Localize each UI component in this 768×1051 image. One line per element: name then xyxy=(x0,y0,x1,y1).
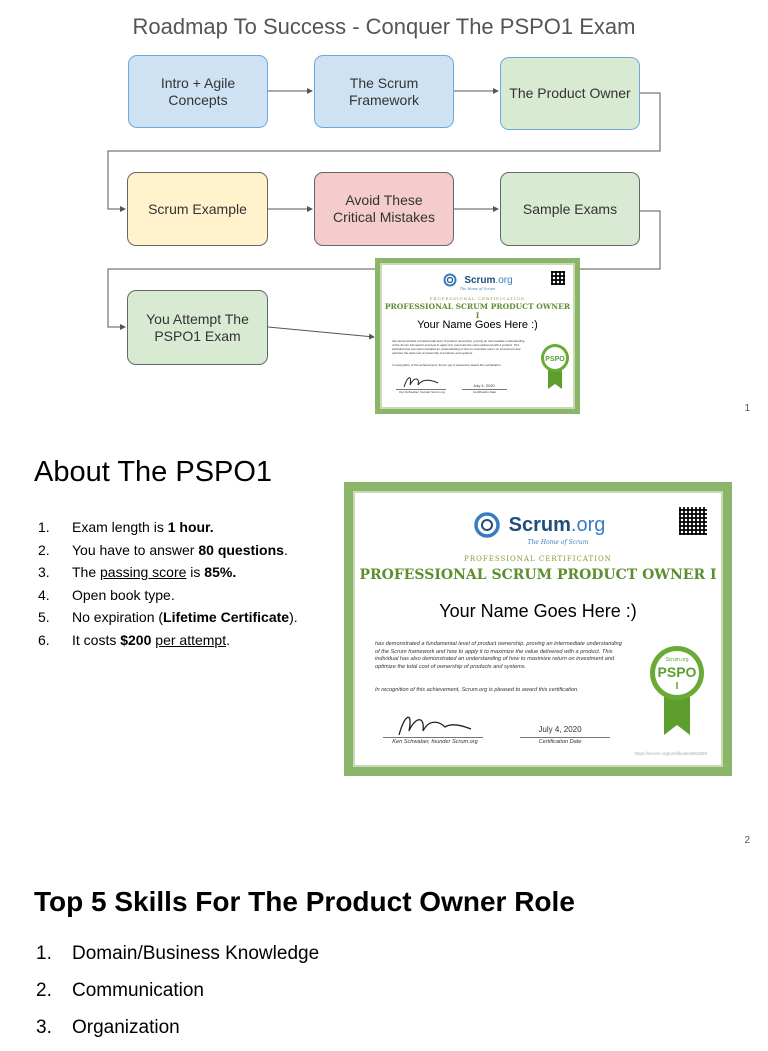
slide-skills: Top 5 Skills For The Product Owner Role … xyxy=(0,860,768,1038)
list-item: 5.No expiration (Lifetime Certificate). xyxy=(38,609,298,626)
pspo-badge-icon: PSPO xyxy=(541,344,569,389)
slide-roadmap: Roadmap To Success - Conquer The PSPO1 E… xyxy=(0,0,768,430)
arrow-po-example xyxy=(107,92,661,212)
badge-pspo: PSPO xyxy=(658,664,697,680)
pspo-badge-icon: Scrum.org PSPO I xyxy=(650,646,704,735)
list-item: 1.Domain/Business Knowledge xyxy=(36,943,320,964)
step-avoid-mistakes: Avoid These Critical Mistakes xyxy=(314,172,454,246)
scrum-swirl-icon xyxy=(473,512,500,538)
scrum-logo: Scrum.org xyxy=(382,273,573,287)
scrum-swirl-icon xyxy=(443,273,457,287)
qr-code xyxy=(679,507,707,535)
facts-list: 1.Exam length is 1 hour. 2.You have to a… xyxy=(38,516,298,652)
svg-text:PSPO: PSPO xyxy=(545,356,565,363)
page-number: 1 xyxy=(744,403,750,414)
arrow-attempt-certificate xyxy=(267,326,375,340)
list-item: 4.Open book type. xyxy=(38,586,175,603)
badge-org: Scrum.org xyxy=(665,657,688,663)
badge-level: I xyxy=(676,681,679,692)
list-item: 2.Communication xyxy=(36,980,204,1001)
step-attempt-exam: You Attempt The PSPO1 Exam xyxy=(127,290,268,365)
step-product-owner: The Product Owner xyxy=(500,57,640,130)
certificate-large: Scrum.org The Home of Scrum PROFESSIONAL… xyxy=(344,482,732,776)
signature xyxy=(403,377,439,388)
step-intro-agile: Intro + Agile Concepts xyxy=(128,55,268,128)
signature xyxy=(398,716,472,736)
list-item: 1.Exam length is 1 hour. xyxy=(38,519,214,535)
step-scrum-example: Scrum Example xyxy=(127,172,268,246)
list-item: 6.It costs $200 per attempt. xyxy=(38,631,230,648)
scrum-logo: Scrum.org xyxy=(355,511,721,539)
step-sample-exams: Sample Exams xyxy=(500,172,640,246)
qr-code xyxy=(551,271,565,285)
step-scrum-framework: The Scrum Framework xyxy=(314,55,454,128)
slide-about: About The PSPO1 1.Exam length is 1 hour.… xyxy=(0,430,768,860)
certificate-small: Scrum.org The Home of Scrum PROFESSIONAL… xyxy=(375,258,580,414)
list-item: 3.The passing score is 85%. xyxy=(38,564,237,581)
skills-list: 1.Domain/Business Knowledge 2.Communicat… xyxy=(36,940,319,1051)
slide-heading: About The PSPO1 xyxy=(34,456,273,488)
slide-title: Roadmap To Success - Conquer The PSPO1 E… xyxy=(132,14,636,39)
list-item: 3.Organization xyxy=(36,1017,180,1038)
list-item: 2.You have to answer 80 questions. xyxy=(38,541,288,558)
page-number: 2 xyxy=(744,835,750,846)
slide-heading: Top 5 Skills For The Product Owner Role xyxy=(34,886,575,917)
